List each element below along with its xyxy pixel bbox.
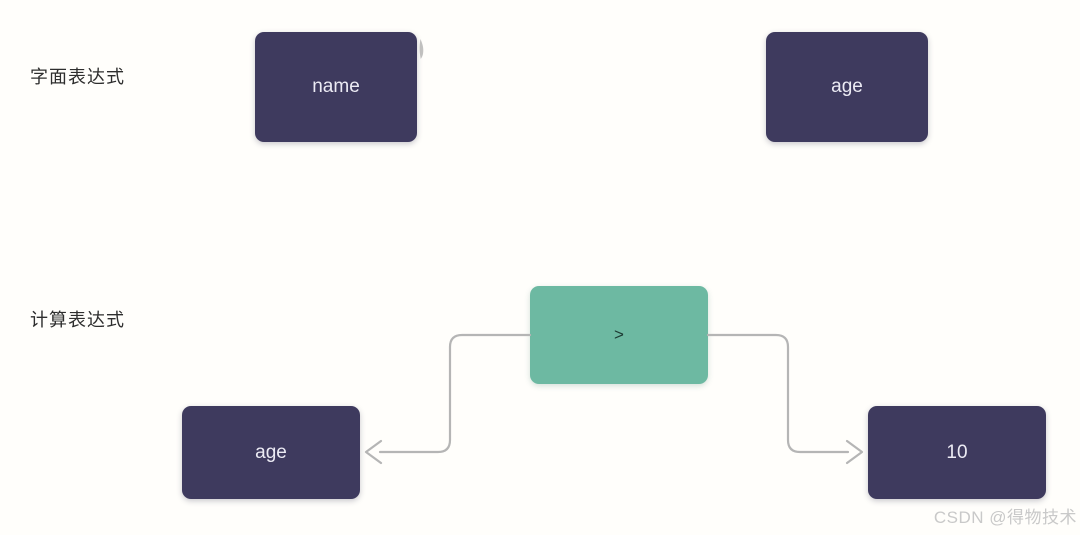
label-computed-expression: 计算表达式 [30,310,125,330]
connector-operator-to-left-operand [378,333,532,454]
node-name-label: name [312,76,360,97]
arrowhead-left-icon [364,439,383,465]
arrowhead-right-icon [845,439,864,465]
label-literal-expression: 字面表达式 [30,67,125,87]
mouse-cursor-icon [419,39,424,59]
node-age-literal[interactable]: age [766,32,928,142]
node-left-operand[interactable]: age [182,406,360,499]
node-right-operand-label: 10 [946,441,968,463]
connector-operator-to-right-operand [706,333,850,454]
node-left-operand-label: age [255,441,287,463]
node-operator[interactable]: > [530,286,708,384]
watermark: CSDN @得物技术 [933,508,1077,527]
node-operator-label: > [614,325,624,344]
node-age-literal-label: age [831,76,863,97]
node-right-operand[interactable]: 10 [868,406,1046,499]
node-name[interactable]: name [255,32,417,142]
